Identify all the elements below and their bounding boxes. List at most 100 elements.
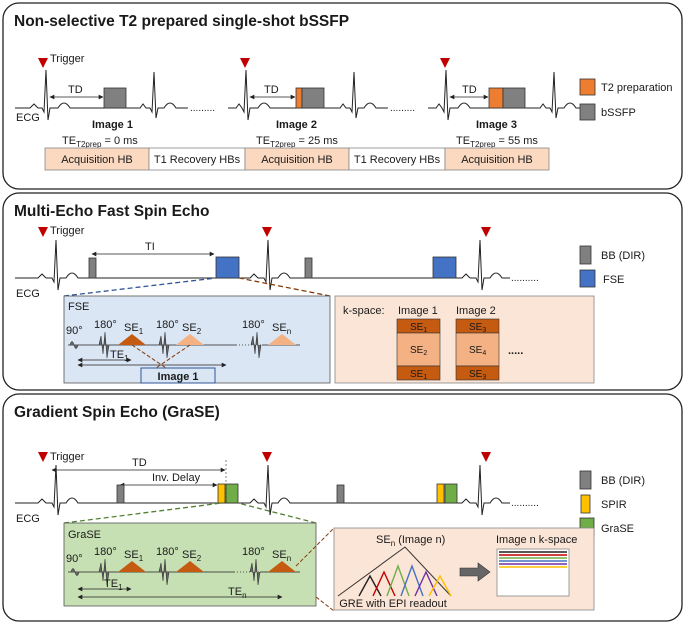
spin-echo-2 xyxy=(176,561,204,572)
panel2-trigger-label: Trigger xyxy=(50,225,85,237)
bar-segment-2: T1 Recovery HBs xyxy=(154,154,241,166)
epi-echo-train xyxy=(337,546,452,597)
rf-pulse-90 xyxy=(69,341,79,349)
ks-cell: SE1 xyxy=(410,369,427,381)
dir-block xyxy=(88,257,97,279)
rf-pulse-90 xyxy=(70,568,80,576)
bssfp-block xyxy=(103,87,127,109)
panel-multi-echo-fse: Multi-Echo Fast Spin Echo .......... ECG… xyxy=(2,192,683,391)
grase-te1: TE1 xyxy=(104,578,123,592)
legend-t2prep-label: T2 preparation xyxy=(601,82,673,94)
kspace-grid-image2: SE3 SE4 SE3 xyxy=(455,318,500,381)
panel1-image-2: Image 2 xyxy=(276,119,317,131)
dir-block xyxy=(336,484,345,504)
bar-segment-5: Acquisition HB xyxy=(461,154,533,166)
image1-box xyxy=(140,367,216,384)
legend-dir-label: BB (DIR) xyxy=(601,250,645,262)
panel1-te-3: TET2prep = 55 ms xyxy=(456,135,538,149)
trigger-arrow-icon xyxy=(38,227,48,237)
legend-grase-label: GraSE xyxy=(601,523,634,535)
panel3-title: Gradient Spin Echo (GraSE) xyxy=(14,404,220,421)
panel2-title: Multi-Echo Fast Spin Echo xyxy=(14,203,209,220)
legend-t2prep-swatch xyxy=(579,78,596,96)
panel3-trigger-label: Trigger xyxy=(50,451,85,463)
panel2-dots: .......... xyxy=(511,273,539,284)
rf-pulse-180 xyxy=(158,558,170,586)
ks-cell: SE1 xyxy=(410,322,427,334)
fse-te1: TE1 xyxy=(110,349,129,363)
legend-fse-label: FSE xyxy=(603,274,624,286)
panel2-ti-label: TI xyxy=(145,241,155,253)
legend-fse-swatch xyxy=(579,269,596,288)
ks-cell: SE4 xyxy=(469,345,486,357)
panel3-ecg-label: ECG xyxy=(16,513,40,525)
kspace-image1: Image 1 xyxy=(398,305,438,317)
panel1-dots-1: ......... xyxy=(190,103,215,114)
panel3-td-label: TD xyxy=(132,457,147,469)
grase-se-1: SE1 xyxy=(124,549,144,563)
legend-bssfp-label: bSSFP xyxy=(601,107,636,119)
kspace-label: k-space: xyxy=(343,305,385,317)
legend-dir-swatch xyxy=(579,470,592,490)
heartbeat-bar: Acquisition HB T1 Recovery HBs Acquisiti… xyxy=(44,147,550,171)
rf-pulse-180 xyxy=(250,331,262,359)
kspace-dots: ..... xyxy=(508,345,523,357)
fse-detail-label: FSE xyxy=(68,301,89,313)
trigger-arrow-icon xyxy=(481,452,491,462)
spin-echo-n xyxy=(268,561,296,572)
trigger-arrow-icon xyxy=(38,452,48,462)
spir-block xyxy=(217,483,226,504)
kspace-n-label: Image n k-space xyxy=(496,534,577,546)
panel-t2prep-bssfp: Non-selective T2 prepared single-shot bS… xyxy=(2,2,683,190)
panel3-ecg-trace xyxy=(15,464,510,516)
panel3-inv-delay-label: Inv. Delay xyxy=(152,472,201,484)
grase-block xyxy=(444,483,458,504)
grase-se-2: SE2 xyxy=(182,549,202,563)
trigger-arrow-icon xyxy=(262,452,272,462)
spin-echo-2 xyxy=(176,334,204,345)
fse-se-1: SE1 xyxy=(124,322,144,336)
grase-ten: TEn xyxy=(228,586,247,600)
spir-block xyxy=(436,483,445,504)
kspace-grid-image1: SE1 SE2 SE1 xyxy=(396,318,441,381)
panel1-te-2: TET2prep = 25 ms xyxy=(256,135,338,149)
grase-block xyxy=(225,483,239,504)
panel1-image-3: Image 3 xyxy=(476,119,517,131)
dir-block xyxy=(304,257,313,279)
fse-se-2: SE2 xyxy=(182,322,202,336)
ks-cell: SE3 xyxy=(469,322,486,334)
fse-angle-180-c: 180° xyxy=(242,319,265,331)
fse-angle-90: 90° xyxy=(66,325,83,337)
ks-cell: SE3 xyxy=(469,369,486,381)
panel1-title: Non-selective T2 prepared single-shot bS… xyxy=(14,13,349,30)
legend-dir-swatch xyxy=(579,245,592,265)
panel3-dots: .......... xyxy=(511,498,539,509)
trigger-arrow-icon xyxy=(262,227,272,237)
panel1-dots-2: ......... xyxy=(390,103,415,114)
bssfp-block xyxy=(502,87,526,109)
panel1-td-label-1: TD xyxy=(68,84,83,96)
rf-pulse-180 xyxy=(98,558,110,586)
dir-block xyxy=(116,484,125,504)
t2prep-block xyxy=(488,87,504,109)
legend-spir-label: SPIR xyxy=(601,499,627,511)
fse-image1-label: Image 1 xyxy=(158,371,199,383)
epi-sen-label: SEn (Image n) xyxy=(376,534,445,548)
bar-segment-4: T1 Recovery HBs xyxy=(354,154,441,166)
fse-angle-180-a: 180° xyxy=(94,319,117,331)
fse-block xyxy=(432,256,457,279)
grase-angle-180-a: 180° xyxy=(94,546,117,558)
spin-echo-1 xyxy=(118,561,146,572)
panel2-ecg-trace xyxy=(15,239,510,291)
panel1-ecg-trace-2 xyxy=(228,69,388,121)
panel-grase: Gradient Spin Echo (GraSE) .......... EC… xyxy=(2,393,683,622)
panel1-ecg-label: ECG xyxy=(16,112,40,124)
rf-pulse-180 xyxy=(249,558,261,586)
grase-se-n: SEn xyxy=(272,549,291,563)
panel1-td-label-3: TD xyxy=(462,84,477,96)
bar-segment-1: Acquisition HB xyxy=(61,154,133,166)
legend-spir-swatch xyxy=(580,494,591,514)
fse-angle-180-b: 180° xyxy=(156,319,179,331)
panel1-image-1: Image 1 xyxy=(92,119,133,131)
grase-angle-180-b: 180° xyxy=(156,546,179,558)
